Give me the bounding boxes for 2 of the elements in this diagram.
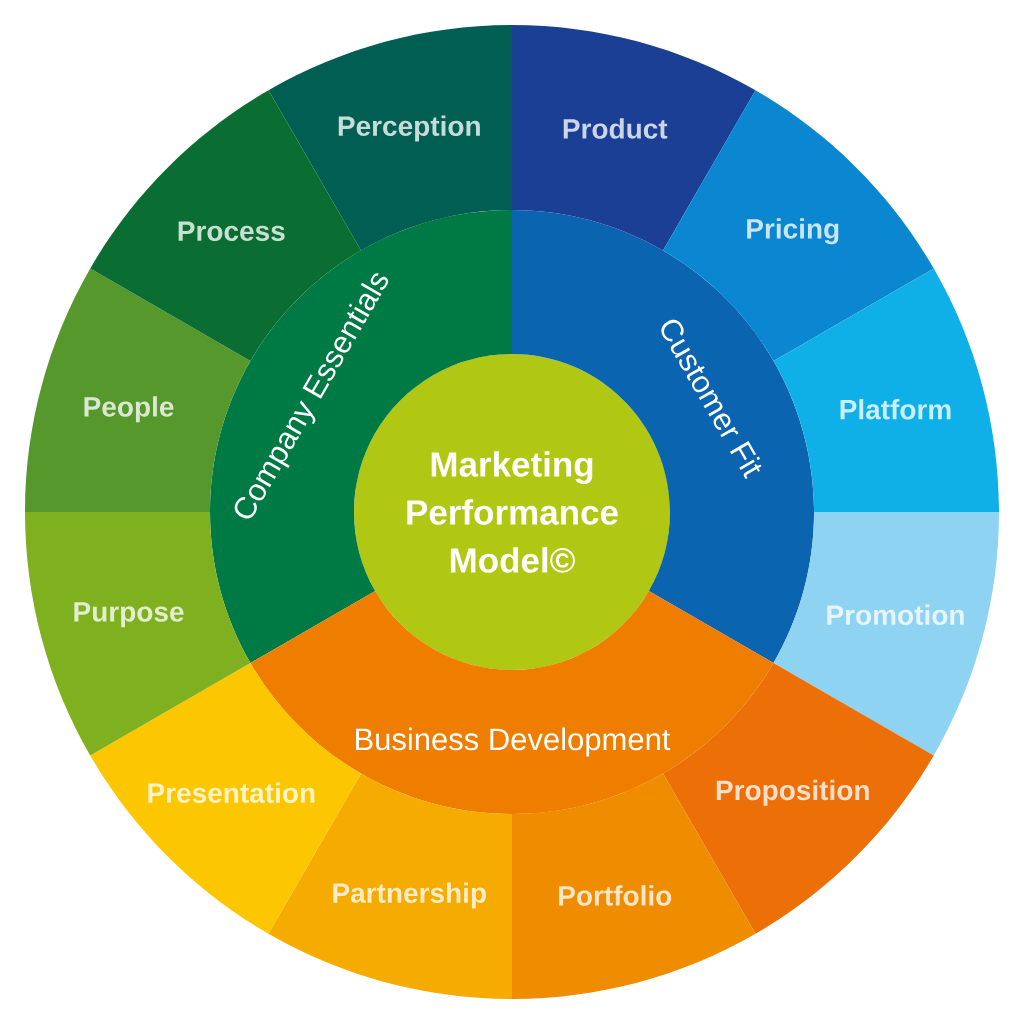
outer-segment: Platform	[773, 268, 999, 512]
outer-segment: Promotion	[773, 512, 999, 756]
